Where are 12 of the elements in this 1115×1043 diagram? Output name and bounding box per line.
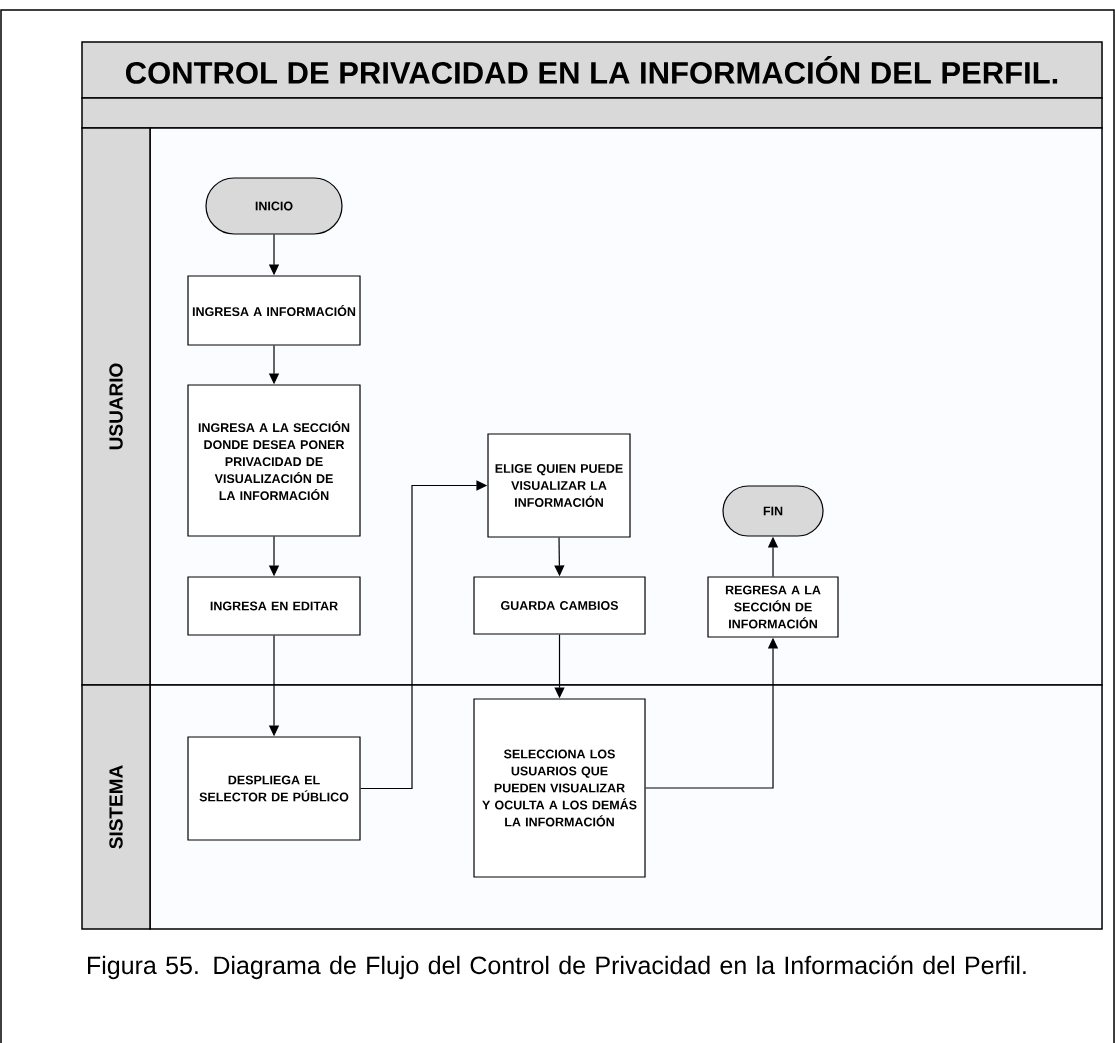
caption: Figura 55. Diagrama de Flujo del Control de Privacidad en la Información del Perfil.	[88, 955, 1026, 980]
process-box: GUARDA CAMBIOS	[473, 576, 646, 635]
process-box: ELIGE QUIEN PUEDE VISUALIZAR LA INFORMACIÓN	[487, 433, 631, 538]
process-box: INGRESA EN EDITAR	[187, 576, 361, 636]
node-label: USUARIO	[109, 363, 123, 450]
process-box: INGRESA A LA SECCIÓN DONDE DESEA PONER PRIVACIDAD DE VISUALIZACIÓN DE LA INFORMACIÓN	[187, 384, 361, 537]
process-box: DESPLIEGA EL SELECTOR DE PÚBLICO	[187, 736, 361, 841]
process-box: SELECCIONA LOS USUARIOS QUE PUEDEN VISUALIZAR Y OCULTA A LOS DEMÁS LA INFORMACIÓN	[473, 698, 646, 878]
process-box: REGRESA A LA SECCIÓN DE INFORMACIÓN	[707, 576, 839, 638]
process-box: INGRESA A INFORMACIÓN	[187, 275, 361, 346]
title-band: CONTROL DE PRIVACIDAD EN LA INFORMACIÓN DEL PERFIL.	[81, 41, 1103, 99]
node-label: SISTEMA	[109, 765, 123, 849]
